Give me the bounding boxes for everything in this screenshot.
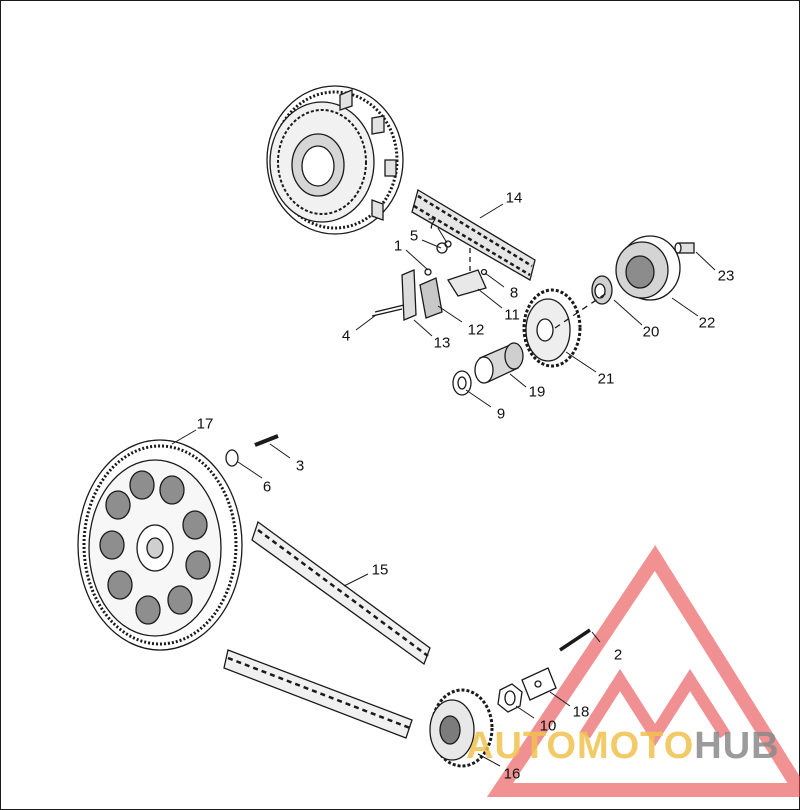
leader-7 bbox=[437, 227, 448, 244]
leader-8 bbox=[484, 272, 505, 288]
leader-16 bbox=[477, 753, 501, 767]
leader-2 bbox=[591, 631, 601, 643]
callout-2: 2 bbox=[613, 646, 623, 664]
callout-23: 23 bbox=[717, 267, 735, 285]
leader-14 bbox=[479, 203, 504, 219]
callout-18: 18 bbox=[572, 703, 590, 721]
leader-21 bbox=[565, 351, 597, 373]
callout-16: 16 bbox=[503, 765, 521, 783]
pulley-nut-10 bbox=[497, 683, 523, 713]
leader-19 bbox=[509, 373, 527, 388]
callout-5: 5 bbox=[409, 227, 419, 245]
leader-3 bbox=[269, 443, 291, 459]
clutch-basket bbox=[266, 85, 404, 235]
primary-chain bbox=[411, 189, 536, 281]
washer-9 bbox=[452, 370, 472, 396]
leader-15 bbox=[343, 573, 369, 587]
leader-9 bbox=[465, 389, 492, 408]
watermark-text: AUTOMOTOHUB bbox=[466, 727, 780, 765]
leader-20 bbox=[613, 299, 643, 326]
callout-8: 8 bbox=[509, 284, 519, 302]
callout-1: 1 bbox=[393, 237, 403, 255]
callout-21: 21 bbox=[597, 370, 615, 388]
leader-11 bbox=[477, 288, 503, 309]
drive-belt bbox=[223, 520, 431, 739]
leader-6 bbox=[237, 461, 263, 479]
sprocket-hub bbox=[474, 342, 524, 384]
bolt-23 bbox=[674, 242, 695, 254]
callout-3: 3 bbox=[295, 457, 305, 475]
engine-sprocket bbox=[522, 288, 582, 368]
rear-pulley bbox=[77, 439, 243, 651]
watermark-logo bbox=[486, 545, 800, 797]
leader-lines bbox=[171, 203, 716, 767]
leader-17 bbox=[171, 429, 197, 445]
leader-10 bbox=[515, 705, 535, 719]
watermark-text-b: HUB bbox=[694, 725, 780, 767]
callout-11: 11 bbox=[504, 306, 520, 324]
leader-23 bbox=[695, 251, 716, 271]
leader-4 bbox=[355, 314, 377, 331]
callout-7: 7 bbox=[427, 215, 437, 233]
callout-13: 13 bbox=[433, 334, 451, 352]
lock-screw-2 bbox=[559, 628, 591, 652]
transmission-pulley bbox=[429, 688, 494, 768]
callout-22: 22 bbox=[698, 314, 716, 332]
callout-15: 15 bbox=[371, 561, 389, 579]
callout-4: 4 bbox=[341, 327, 351, 345]
callout-19: 19 bbox=[528, 383, 546, 401]
lock-plate-18 bbox=[521, 667, 557, 701]
callout-12: 12 bbox=[467, 321, 485, 339]
callout-6: 6 bbox=[262, 478, 272, 496]
leader-22 bbox=[671, 297, 699, 317]
rotor bbox=[615, 235, 681, 301]
callout-9: 9 bbox=[496, 405, 506, 423]
callout-10: 10 bbox=[539, 717, 557, 735]
watermark-text-a: AUTOMOTO bbox=[466, 725, 695, 767]
callout-14: 14 bbox=[505, 189, 523, 207]
leader-13 bbox=[413, 319, 433, 337]
leader-18 bbox=[549, 691, 571, 707]
leader-12 bbox=[437, 305, 463, 323]
callout-20: 20 bbox=[642, 323, 660, 341]
callout-17: 17 bbox=[196, 415, 214, 433]
pulley-bolt-3 bbox=[225, 434, 279, 467]
chain-tensioner bbox=[371, 240, 488, 321]
spacer-20 bbox=[591, 275, 613, 305]
leader-1 bbox=[405, 249, 429, 271]
leader-5 bbox=[421, 239, 442, 249]
